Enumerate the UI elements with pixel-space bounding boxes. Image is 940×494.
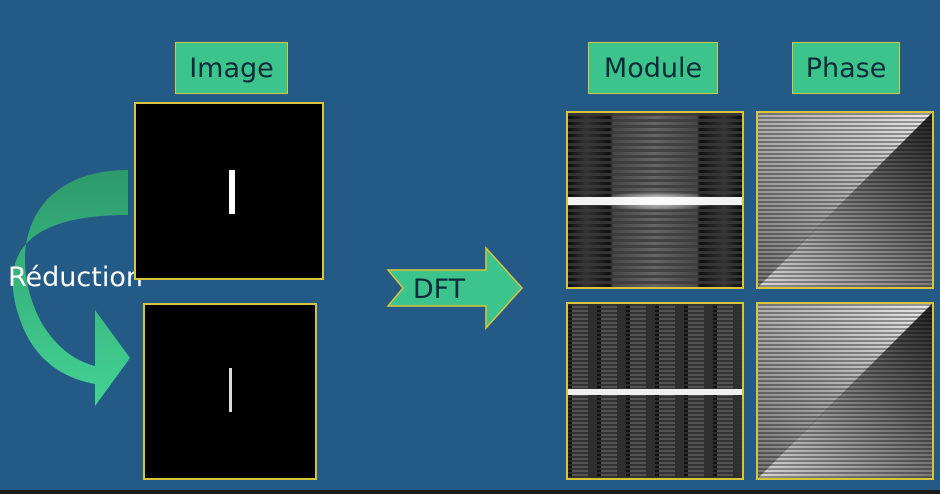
module-panel-top bbox=[566, 111, 744, 289]
image-reduced-bar bbox=[229, 368, 232, 412]
image-title-text: Image bbox=[189, 52, 274, 84]
bottom-edge bbox=[0, 490, 940, 494]
module-title: Module bbox=[588, 42, 718, 94]
phase-panel-top bbox=[756, 111, 934, 289]
image-original-bar bbox=[229, 170, 235, 214]
phase-title: Phase bbox=[792, 42, 900, 94]
module-top-pattern bbox=[568, 113, 742, 287]
module-title-text: Module bbox=[603, 52, 703, 84]
phase-top-pattern bbox=[758, 113, 932, 287]
dft-label: DFT bbox=[388, 272, 508, 306]
phase-title-text: Phase bbox=[805, 52, 887, 84]
reduction-label: Réduction bbox=[8, 262, 143, 293]
module-bottom-pattern bbox=[568, 304, 742, 478]
phase-panel-bottom bbox=[756, 302, 934, 480]
module-panel-bottom bbox=[566, 302, 744, 480]
dft-label-text: DFT bbox=[412, 273, 466, 305]
image-title: Image bbox=[175, 42, 288, 94]
reduction-label-text: Réduction bbox=[8, 262, 143, 293]
image-original-panel bbox=[134, 102, 324, 280]
image-reduced-panel bbox=[143, 303, 317, 480]
phase-bottom-pattern bbox=[758, 304, 932, 478]
